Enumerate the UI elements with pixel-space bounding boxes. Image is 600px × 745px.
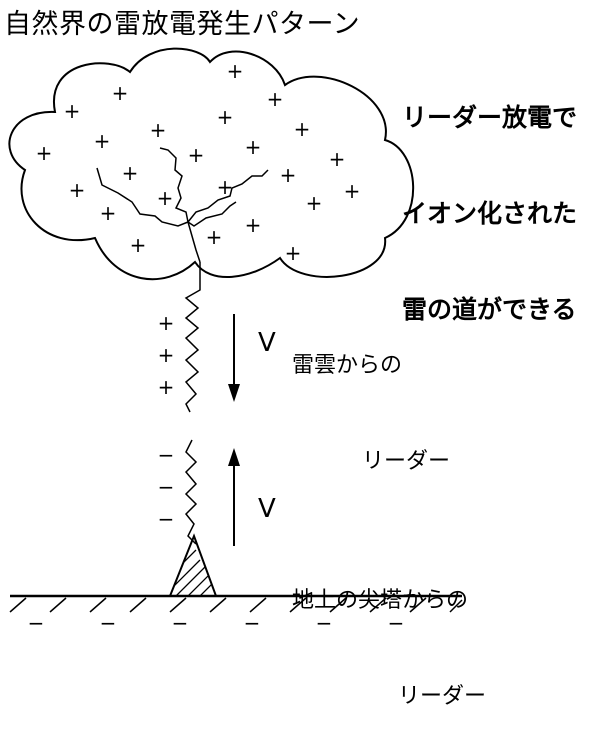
plus-charge: + (158, 343, 175, 367)
plus-charge: + (158, 375, 175, 399)
cloud-leader-label: 雷雲からの リーダー (292, 286, 450, 510)
plus-charge: + (245, 135, 262, 159)
minus-charge: − (316, 611, 333, 635)
velocity-label-up: V (258, 494, 276, 524)
plus-charge: + (130, 233, 147, 257)
downward-leader (184, 262, 201, 413)
plus-charge: + (206, 225, 223, 249)
minus-charge: − (158, 443, 175, 467)
caption-line: イオン化された (402, 199, 578, 228)
minus-charge: − (388, 611, 405, 635)
label-line: 雷雲からの (292, 353, 403, 378)
plus-charge: + (158, 311, 175, 335)
cloud-leader-branches (96, 147, 269, 263)
positive-charges: + + + + + + + + + + + + + + + + + + + + … (36, 59, 361, 399)
up-arrow (228, 448, 240, 546)
minus-charge: − (100, 611, 117, 635)
plus-charge: + (64, 99, 81, 123)
plus-charge: + (94, 129, 111, 153)
plus-charge: + (280, 163, 297, 187)
label-line: 地上の尖塔からの (292, 588, 469, 613)
plus-charge: + (294, 117, 311, 141)
minus-charge: − (172, 611, 189, 635)
upward-leader (184, 439, 198, 545)
velocity-label-down: V (258, 328, 276, 358)
plus-charge: + (217, 105, 234, 129)
label-line: リーダー (398, 684, 487, 709)
down-arrow (228, 314, 240, 402)
plus-charge: + (267, 87, 284, 111)
label-line: リーダー (362, 449, 451, 474)
caption-line: リーダー放電で (402, 103, 578, 132)
thundercloud (8, 47, 415, 281)
plus-charge: + (245, 213, 262, 237)
minus-charge: − (158, 475, 175, 499)
lightning-diagram: + + + + + + + + + + + + + + + + + + + + … (8, 47, 463, 635)
plus-charge: + (285, 241, 302, 265)
minus-charge: − (28, 611, 45, 635)
plus-charge: + (69, 178, 86, 202)
ground-leader-label: 地上の尖塔からの リーダー (292, 521, 486, 745)
ionization-caption: リーダー放電で イオン化された 雷の道ができる (402, 38, 577, 358)
minus-charge: − (158, 507, 175, 531)
plus-charge: + (122, 161, 139, 185)
plus-charge: + (227, 59, 244, 83)
caption-line: 雷の道ができる (402, 295, 577, 324)
plus-charge: + (100, 201, 117, 225)
plus-charge: + (344, 179, 361, 203)
minus-charge: − (244, 611, 261, 635)
plus-charge: + (188, 143, 205, 167)
plus-charge: + (217, 175, 234, 199)
plus-charge: + (150, 118, 167, 142)
plus-charge: + (36, 141, 53, 165)
plus-charge: + (306, 191, 323, 215)
plus-charge: + (157, 186, 174, 210)
tower-spire (168, 533, 218, 597)
plus-charge: + (112, 81, 129, 105)
diagram-title: 自然界の雷放電発生パターン (4, 9, 361, 40)
plus-charge: + (329, 147, 346, 171)
negative-charges: − − − − − − − − − (28, 443, 405, 635)
ground (9, 594, 463, 613)
